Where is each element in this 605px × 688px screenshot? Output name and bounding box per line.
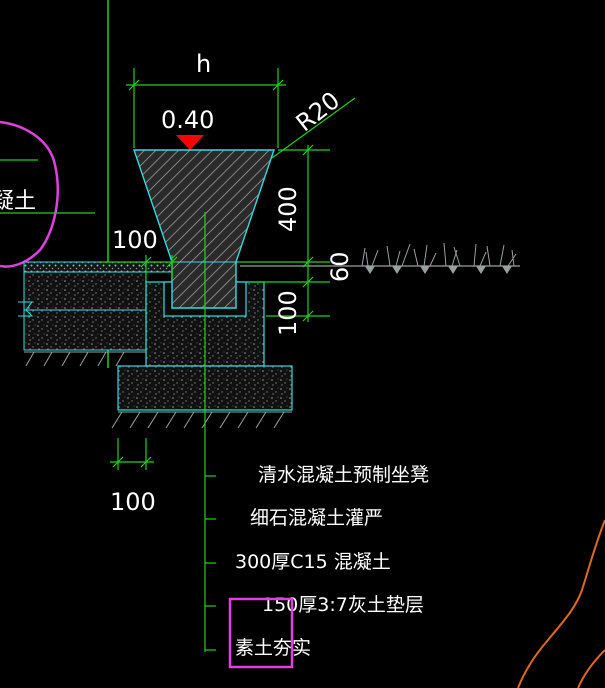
annotation-leader: [204, 212, 216, 652]
annotation-4: 150厚3:7灰土垫层: [262, 594, 424, 616]
paving-surface: [23, 261, 173, 273]
radius-leader: [271, 97, 356, 159]
boundary-curve: [517, 519, 605, 688]
elevation-marker: [176, 135, 204, 150]
selection-highlight[interactable]: [228, 597, 294, 669]
annotation-3: 300厚C15 混凝土: [235, 551, 391, 573]
annotation-2: 细石混凝土灌严: [250, 507, 383, 529]
grass-symbol: [361, 242, 517, 267]
annotation-5: 素土夯实: [235, 637, 311, 659]
left-dimension: [100, 255, 178, 280]
height-upper-label: 400: [274, 186, 302, 232]
fragment-label: 疑土: [0, 189, 36, 214]
break-line: [18, 301, 34, 317]
height-lower-label: 100: [274, 290, 302, 336]
vertical-dimension: [240, 144, 330, 322]
offset-left-label: 100: [112, 226, 158, 254]
revision-cloud: [0, 120, 59, 268]
offset-bottom-label: 100: [110, 488, 156, 516]
ground-triangles: [365, 266, 512, 274]
width-label: h: [196, 50, 211, 78]
width-dimension: [126, 68, 286, 148]
bottom-dimension: [110, 438, 154, 470]
paving-base: [23, 271, 147, 351]
radius-label: R20: [291, 86, 345, 137]
annotation-1: 清水混凝土预制坐凳: [258, 464, 429, 486]
elevation-label: 0.40: [161, 106, 214, 134]
height-mid-label: 60: [326, 251, 354, 282]
boundary-curve-2: [577, 649, 605, 688]
